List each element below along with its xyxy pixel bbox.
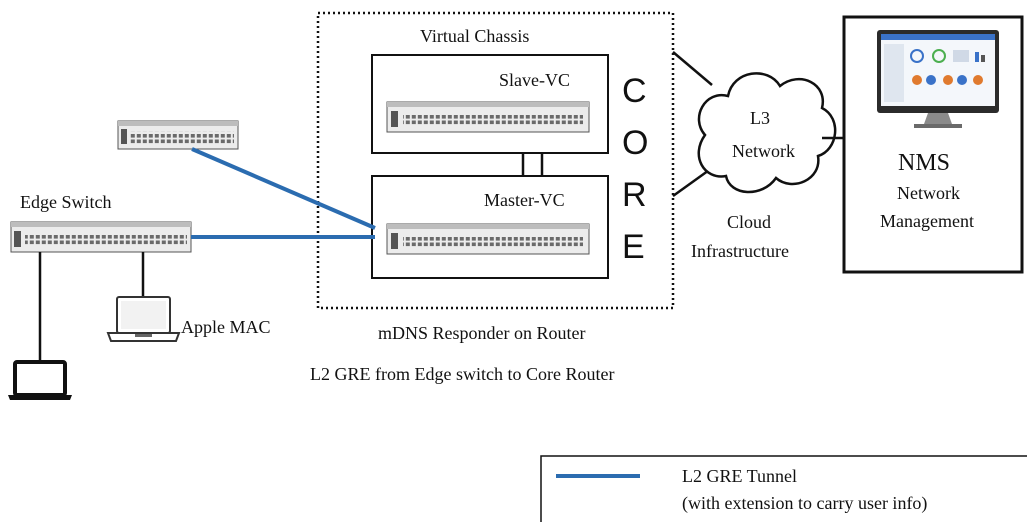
core-letter-r: R: [622, 176, 647, 214]
monitor-icon: [877, 30, 999, 128]
laptop-icon: [8, 360, 72, 400]
nms-title: NMS: [898, 150, 950, 176]
slave-switch: [386, 101, 590, 133]
l3-cloud: [697, 72, 837, 194]
legend-line1: L2 GRE Tunnel: [682, 466, 797, 486]
edge-switch: [10, 221, 192, 253]
legend-box: [540, 455, 1027, 522]
master-vc-label: Master-VC: [484, 190, 565, 210]
slave-vc-label: Slave-VC: [499, 70, 570, 90]
edge-switch-label: Edge Switch: [20, 192, 112, 212]
legend-line2: (with extension to carry user info): [682, 493, 927, 514]
gre-tunnel-top: [191, 147, 376, 230]
core-letter-e: E: [622, 228, 645, 266]
cloud-label-network: Network: [732, 141, 795, 161]
core-letter-c: C: [622, 72, 647, 110]
access-switch-top: [117, 120, 239, 150]
cloud-caption-1: Cloud: [727, 212, 771, 232]
apple-mac-laptop-icon: [106, 296, 181, 342]
gre-caption: L2 GRE from Edge switch to Core Router: [310, 364, 614, 384]
mdns-caption: mDNS Responder on Router: [378, 323, 585, 343]
nms-line1: Network: [897, 183, 960, 203]
apple-mac-label: Apple MAC: [181, 317, 271, 337]
virtual-chassis-label: Virtual Chassis: [420, 26, 529, 46]
legend: L2 GRE Tunnel (with extension to carry u…: [540, 455, 1027, 522]
core-cloud-link-top: [672, 51, 713, 86]
core-letter-o: O: [622, 124, 648, 162]
nms-line2: Management: [880, 211, 974, 231]
master-switch: [386, 223, 590, 255]
cloud-label-l3: L3: [750, 108, 770, 128]
core-cloud-link-bottom: [672, 166, 713, 198]
cloud-caption-2: Infrastructure: [691, 241, 789, 261]
